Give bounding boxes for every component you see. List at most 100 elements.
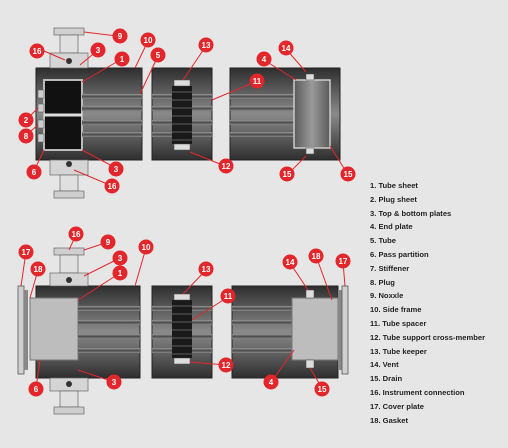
legend-item-stiffener: 7. Stiffener xyxy=(370,263,410,273)
svg-text:12: 12 xyxy=(222,162,231,171)
legend-item-gasket: 18. Gasket xyxy=(370,415,408,425)
callout-11b: 11 xyxy=(220,288,236,304)
top-tube-3 xyxy=(82,120,142,125)
legend-item-instrument-connection: 16. Instrument connection xyxy=(370,387,465,397)
top-tube-spacer xyxy=(172,86,192,144)
svg-text:4: 4 xyxy=(269,378,274,387)
svg-text:8: 8 xyxy=(24,132,29,141)
callout-1b: 1 xyxy=(112,265,128,281)
bottom-cover-plate-right xyxy=(341,285,349,375)
callout-9b: 9 xyxy=(100,234,116,250)
top-nozzle-lower xyxy=(49,159,89,199)
bottom-callouts: 17 18 16 9 10 3 1 13 11 12 14 18 17 4 15… xyxy=(18,226,351,397)
bottom-end-box xyxy=(291,297,339,361)
callout-12b: 12 xyxy=(218,357,234,373)
legend-item-plug-sheet: 2. Plug sheet xyxy=(370,194,417,204)
callout-3d: 3 xyxy=(106,374,122,390)
top-tube-keeper xyxy=(173,79,191,87)
legend-item-top-bottom-plates: 3. Top & bottom plates xyxy=(370,208,452,218)
callout-18a: 18 xyxy=(30,261,46,277)
legend-item-drain: 15. Drain xyxy=(370,374,403,384)
svg-text:1: 1 xyxy=(118,269,123,278)
top-tube-1 xyxy=(82,94,142,99)
bottom-nozzle-lower xyxy=(49,377,89,415)
bottom-cover-plate xyxy=(17,285,25,375)
top-drain xyxy=(305,147,315,155)
callout-6b: 6 xyxy=(28,381,44,397)
top-plug-3 xyxy=(37,119,45,129)
bottom-support-cross-member xyxy=(173,357,191,365)
callout-12: 12 xyxy=(218,158,234,174)
callout-16b: 16 xyxy=(104,178,120,194)
svg-text:3: 3 xyxy=(112,378,117,387)
callout-9: 9 xyxy=(112,28,128,44)
svg-text:6: 6 xyxy=(32,168,37,177)
top-middle-section xyxy=(151,67,213,161)
top-tube-4 xyxy=(82,132,142,137)
bottom-vent xyxy=(305,289,315,299)
svg-text:15: 15 xyxy=(283,170,292,179)
legend-item-tube-spacer: 11. Tube spacer xyxy=(370,318,427,328)
top-right-section xyxy=(229,67,341,161)
svg-text:5: 5 xyxy=(156,51,161,60)
svg-text:14: 14 xyxy=(282,44,291,53)
callout-16c: 16 xyxy=(68,226,84,242)
callout-15a: 15 xyxy=(279,166,295,182)
callout-8: 8 xyxy=(18,128,34,144)
bottom-right-section xyxy=(231,285,349,379)
svg-text:3: 3 xyxy=(96,46,101,55)
svg-text:14: 14 xyxy=(286,258,295,267)
svg-text:10: 10 xyxy=(144,36,153,45)
callout-17b: 17 xyxy=(335,253,351,269)
callout-17a: 17 xyxy=(18,244,34,260)
bottom-tube-spacer xyxy=(172,300,192,358)
bottom-nozzle-upper xyxy=(49,247,89,287)
svg-text:16: 16 xyxy=(72,230,81,239)
callout-3: 3 xyxy=(90,42,106,58)
legend-item-vent: 14. Vent xyxy=(370,360,399,370)
callout-15b: 15 xyxy=(340,166,356,182)
callout-3c: 3 xyxy=(112,250,128,266)
top-plug-2 xyxy=(37,103,45,113)
svg-text:9: 9 xyxy=(106,238,111,247)
top-diagram: 9 16 3 1 10 5 13 11 12 14 4 15 15 2 8 6 … xyxy=(18,27,356,199)
svg-text:13: 13 xyxy=(202,265,211,274)
callout-15c: 15 xyxy=(314,381,330,397)
callout-2: 2 xyxy=(18,112,34,128)
top-end-box xyxy=(293,79,331,149)
svg-text:3: 3 xyxy=(114,165,119,174)
top-nozzle-upper xyxy=(49,27,89,69)
svg-text:17: 17 xyxy=(339,257,348,266)
svg-text:12: 12 xyxy=(222,361,231,370)
bottom-left-header xyxy=(17,247,141,415)
callout-10: 10 xyxy=(140,32,156,48)
legend-item-pass-partition: 6. Pass partition xyxy=(370,249,429,259)
svg-text:18: 18 xyxy=(34,265,43,274)
bottom-diagram: 17 18 16 9 10 3 1 13 11 12 14 18 17 4 15… xyxy=(17,226,351,415)
callout-4: 4 xyxy=(256,51,272,67)
callout-14: 14 xyxy=(278,40,294,56)
bottom-header-box xyxy=(29,297,79,361)
legend-item-tube-support: 12. Tube support cross-member xyxy=(370,332,486,342)
svg-text:17: 17 xyxy=(22,248,31,257)
legend-item-tube-keeper: 13. Tube keeper xyxy=(370,346,427,356)
svg-text:1: 1 xyxy=(120,55,125,64)
top-plug-4 xyxy=(37,133,45,143)
callout-4b: 4 xyxy=(263,374,279,390)
legend-item-tube: 5. Tube xyxy=(370,236,397,246)
legend-item-noxxle: 9. Noxxle xyxy=(370,291,404,301)
svg-text:4: 4 xyxy=(262,55,267,64)
top-support-cross-member xyxy=(173,143,191,151)
callout-13b: 13 xyxy=(198,261,214,277)
callout-5: 5 xyxy=(150,47,166,63)
legend-item-cover-plate: 17. Cover plate xyxy=(370,401,425,411)
top-vent xyxy=(305,73,315,81)
top-spacer-lines xyxy=(172,91,192,141)
svg-text:11: 11 xyxy=(224,292,233,301)
callout-6: 6 xyxy=(26,164,42,180)
legend-item-end-plate: 4. End plate xyxy=(370,222,413,232)
legend-item-tube-sheet: 1. Tube sheet xyxy=(370,181,418,190)
svg-text:6: 6 xyxy=(34,385,39,394)
svg-text:16: 16 xyxy=(108,182,117,191)
